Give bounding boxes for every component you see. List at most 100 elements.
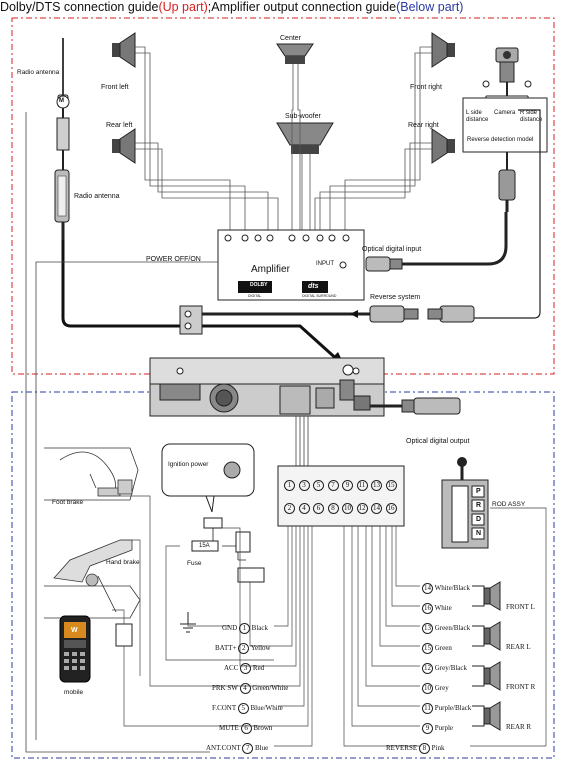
optical-digital-output-label: Optical digital output <box>406 438 470 445</box>
reverse-detection-box <box>462 97 548 153</box>
connector-pin: 16 <box>385 503 397 514</box>
gear-selector-icon <box>441 457 489 549</box>
gear-n-label: N <box>476 530 482 537</box>
gear-p-label: P <box>476 488 481 495</box>
wire-ant-cont-label: ANT.CONT 7 Blue <box>206 743 269 754</box>
ignition-power-bubble <box>161 443 255 513</box>
connector-pin: 8 <box>327 503 339 514</box>
dolby-logo <box>238 281 272 293</box>
rear-r-label: REAR R <box>506 723 532 731</box>
speaker-front-right-icon <box>431 32 455 68</box>
connector-pin: 13 <box>371 480 382 491</box>
radio-antenna-icon <box>54 38 70 240</box>
front-right-label: Front right <box>410 84 442 91</box>
dolby-sub-label: DIGITAL <box>248 294 262 298</box>
antenna-plug-box <box>179 305 203 335</box>
mute-module <box>115 623 133 647</box>
wire-reverse-label: REVERSE 8 Pink <box>386 743 445 754</box>
fuse-relay-section <box>165 517 274 667</box>
amplifier-label: Amplifier <box>251 264 290 275</box>
dts-sub-label: DIGITAL SURROUND <box>302 294 337 298</box>
title-part-4: (Below part) <box>396 0 464 14</box>
power-off-on-label: POWER OFF/ON <box>146 256 201 263</box>
connector-top-row: 1 3 5 7 9 11 13 15 <box>284 480 397 491</box>
connector-pin: 1 <box>284 480 295 491</box>
dts-logo <box>302 281 328 293</box>
antenna-m-mark: M <box>59 98 64 104</box>
hand-brake-illustration <box>44 539 141 619</box>
rear-l-label: REAR L <box>506 643 531 651</box>
wire-connector-block <box>277 465 405 527</box>
reverse-system-connector <box>200 305 475 323</box>
connector-pin: 10 <box>342 503 353 514</box>
connector-pin: 5 <box>313 480 324 491</box>
wire-15-label: 15 Green <box>422 643 452 654</box>
page-title: Dolby/DTS connection guide(Up part);Ampl… <box>0 0 565 14</box>
foot-brake-illustration <box>44 447 139 501</box>
radio-antenna-mid-label: Radio antenna <box>74 193 120 200</box>
wire-16-label: 16 White <box>422 603 452 614</box>
wire-9-label: 9 Purple <box>422 723 453 734</box>
connector-pin: 6 <box>313 503 324 514</box>
radio-antenna-top-label: Radio antenna <box>17 69 60 76</box>
optical-output-connector <box>370 397 461 415</box>
foot-brake-label: Foot brake <box>52 499 84 506</box>
subwoofer-label: Sub-woofer <box>285 113 321 120</box>
connector-pin: 4 <box>298 503 310 514</box>
ground-icon <box>180 612 230 633</box>
gear-d-label: D <box>476 516 482 523</box>
dolby-label: DOLBY <box>250 282 268 288</box>
center-label: Center <box>280 35 302 42</box>
l-side-distance-label: L side distance <box>466 110 489 123</box>
dts-label: dts <box>308 283 319 290</box>
wire-mute-label: MUTE 6 Brown <box>219 723 273 734</box>
rear-left-label: Rear left <box>106 122 133 129</box>
connector-pin: 14 <box>371 503 382 514</box>
wire-13-label: 13 Green/Black <box>422 623 471 634</box>
amp-input-label: INPUT <box>316 261 334 267</box>
connector-pin: 7 <box>327 480 339 491</box>
connector-pin: 9 <box>342 480 353 491</box>
wire-gnd-label: GND 1 Black <box>222 623 268 634</box>
ignition-power-label: Ignition power <box>168 461 209 468</box>
speaker-front-left-icon <box>112 32 136 68</box>
connector-pin: 12 <box>356 503 368 514</box>
connector-pin: 11 <box>356 480 368 491</box>
reverse-system-label: Reverse system <box>370 294 421 301</box>
wire-10-label: 10 Grey <box>422 683 449 694</box>
gear-r-label: R <box>476 502 482 509</box>
wire-11-label: 11 Purple/Black <box>422 703 471 714</box>
connector-bottom-row: 2 4 6 8 10 12 14 16 <box>284 503 397 514</box>
speaker-center-icon <box>276 43 314 64</box>
wire-14-label: 14 White/Black <box>422 583 471 594</box>
wire-f-cont-label: F.CONT 5 Blue/White <box>212 703 283 714</box>
speaker-rear-left-icon <box>112 128 136 164</box>
optical-input-connector <box>365 212 508 272</box>
optical-digital-input-label: Optical digital input <box>362 246 422 253</box>
title-part-1: Dolby/DTS connection guide <box>0 0 159 14</box>
front-l-label: FRONT L <box>506 603 535 611</box>
connector-pin: 15 <box>385 480 397 491</box>
phone-brand-label: W <box>71 627 78 634</box>
connector-pin: 3 <box>298 480 310 491</box>
wire-batt-label: BATT+ 2 Yellow <box>215 643 271 654</box>
speaker-subwoofer-icon <box>276 122 334 154</box>
fuse-label: Fuse <box>187 560 202 567</box>
wire-12-label: 12 Grey/Black <box>422 663 468 674</box>
title-part-3: ;Amplifier output connection guide <box>207 0 397 14</box>
speaker-rear-right-icon <box>431 128 455 164</box>
fuse-value-label: 15A <box>199 543 210 549</box>
rear-right-label: Rear right <box>408 122 439 129</box>
title-part-2: (Up part) <box>158 0 208 14</box>
wire-prk-sw-label: PRK SW 4 Green/White <box>212 683 289 694</box>
head-unit <box>149 357 385 417</box>
upper-section-border <box>11 17 555 375</box>
wire-acc-label: ACC 3 Red <box>224 663 265 674</box>
reverse-detection-model-label: Reverse detection model <box>467 137 534 143</box>
hand-brake-label: Hand brake <box>106 559 140 566</box>
front-left-label: Front left <box>101 84 129 91</box>
mobile-phone-icon <box>59 615 91 683</box>
connector-pin: 2 <box>284 503 295 514</box>
camera-label: Camera <box>494 110 516 116</box>
